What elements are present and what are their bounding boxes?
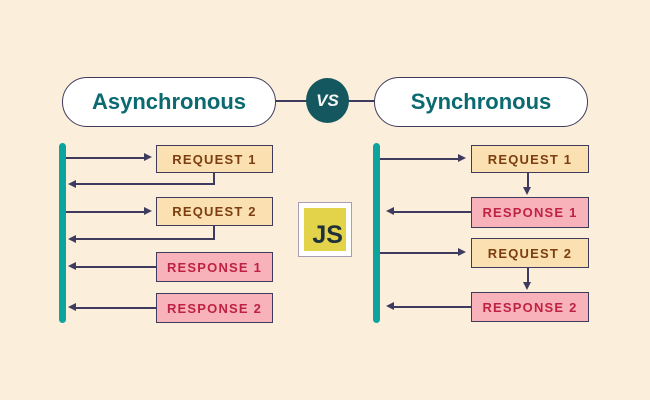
sync-request-1-label: REQUEST 1 — [487, 151, 573, 167]
arrow-left-icon — [68, 234, 76, 243]
sync-response-1-box: RESPONSE 1 — [471, 197, 589, 228]
arrow-left-icon — [68, 179, 76, 188]
arrow-line — [392, 306, 471, 308]
sync-response-1-arrow — [386, 207, 471, 217]
arrow-line — [392, 211, 471, 213]
arrow-down-icon — [523, 187, 531, 195]
async-request-1-box: REQUEST 1 — [156, 145, 273, 173]
arrow-line — [66, 157, 146, 159]
sync-response-2-label: RESPONSE 2 — [482, 299, 578, 315]
arrow-left-icon — [68, 262, 76, 270]
async-response-1-arrow — [68, 262, 156, 272]
arrow-line — [527, 268, 529, 284]
arrow-line — [213, 172, 215, 184]
arrow-down-icon — [523, 282, 531, 290]
sync-request-2-box: REQUEST 2 — [471, 238, 589, 268]
arrow-right-icon — [458, 248, 466, 256]
async-request-2-box: REQUEST 2 — [156, 197, 273, 226]
arrow-line — [74, 266, 156, 268]
synchronous-label: Synchronous — [410, 89, 552, 114]
javascript-logo: JS — [298, 202, 352, 257]
arrow-right-icon — [144, 153, 152, 161]
sync-request-2-label: REQUEST 2 — [487, 245, 573, 261]
arrow-right-icon — [458, 154, 466, 162]
async-request-1-arrow — [66, 153, 152, 163]
sync-request-1-arrow — [380, 154, 466, 164]
arrow-line — [380, 158, 460, 160]
async-request-2-arrow — [66, 207, 152, 217]
vs-label: VS — [316, 90, 339, 110]
arrow-line — [380, 252, 460, 254]
async-response-1-box: RESPONSE 1 — [156, 252, 273, 282]
sync-response-2-box: RESPONSE 2 — [471, 292, 589, 322]
sync-request-1-box: REQUEST 1 — [471, 145, 589, 173]
sync-response-1-label: RESPONSE 1 — [482, 205, 578, 220]
sync-request-2-arrow — [380, 248, 466, 258]
asynchronous-label: Asynchronous — [91, 89, 247, 114]
arrow-left-icon — [68, 303, 76, 311]
async-request-1-label: REQUEST 1 — [172, 151, 257, 167]
javascript-logo-icon: JS — [304, 208, 346, 251]
sync-timeline-bar — [373, 143, 380, 323]
arrow-line — [74, 183, 215, 185]
async-request-1-return-arrow — [68, 172, 215, 189]
async-response-2-box: RESPONSE 2 — [156, 293, 273, 323]
sync-response-2-arrow — [386, 302, 471, 312]
arrow-line — [527, 173, 529, 189]
async-response-2-arrow — [68, 303, 156, 313]
arrow-left-icon — [386, 207, 394, 215]
synchronous-pill: Synchronous — [374, 77, 588, 127]
vs-badge: VS — [306, 78, 349, 123]
arrow-line — [213, 226, 215, 239]
async-request-2-return-arrow — [68, 226, 215, 244]
async-request-2-label: REQUEST 2 — [172, 204, 257, 219]
arrow-right-icon — [144, 207, 152, 215]
arrow-left-icon — [386, 302, 394, 310]
arrow-line — [74, 238, 215, 240]
sync-request-2-down-arrow — [523, 268, 533, 290]
sync-request-1-down-arrow — [523, 173, 533, 195]
async-response-1-label: RESPONSE 1 — [166, 259, 263, 275]
arrow-line — [66, 211, 146, 213]
arrow-line — [74, 307, 156, 309]
async-response-2-label: RESPONSE 2 — [166, 300, 263, 316]
asynchronous-pill: Asynchronous — [62, 77, 276, 127]
async-timeline-bar — [59, 143, 66, 323]
